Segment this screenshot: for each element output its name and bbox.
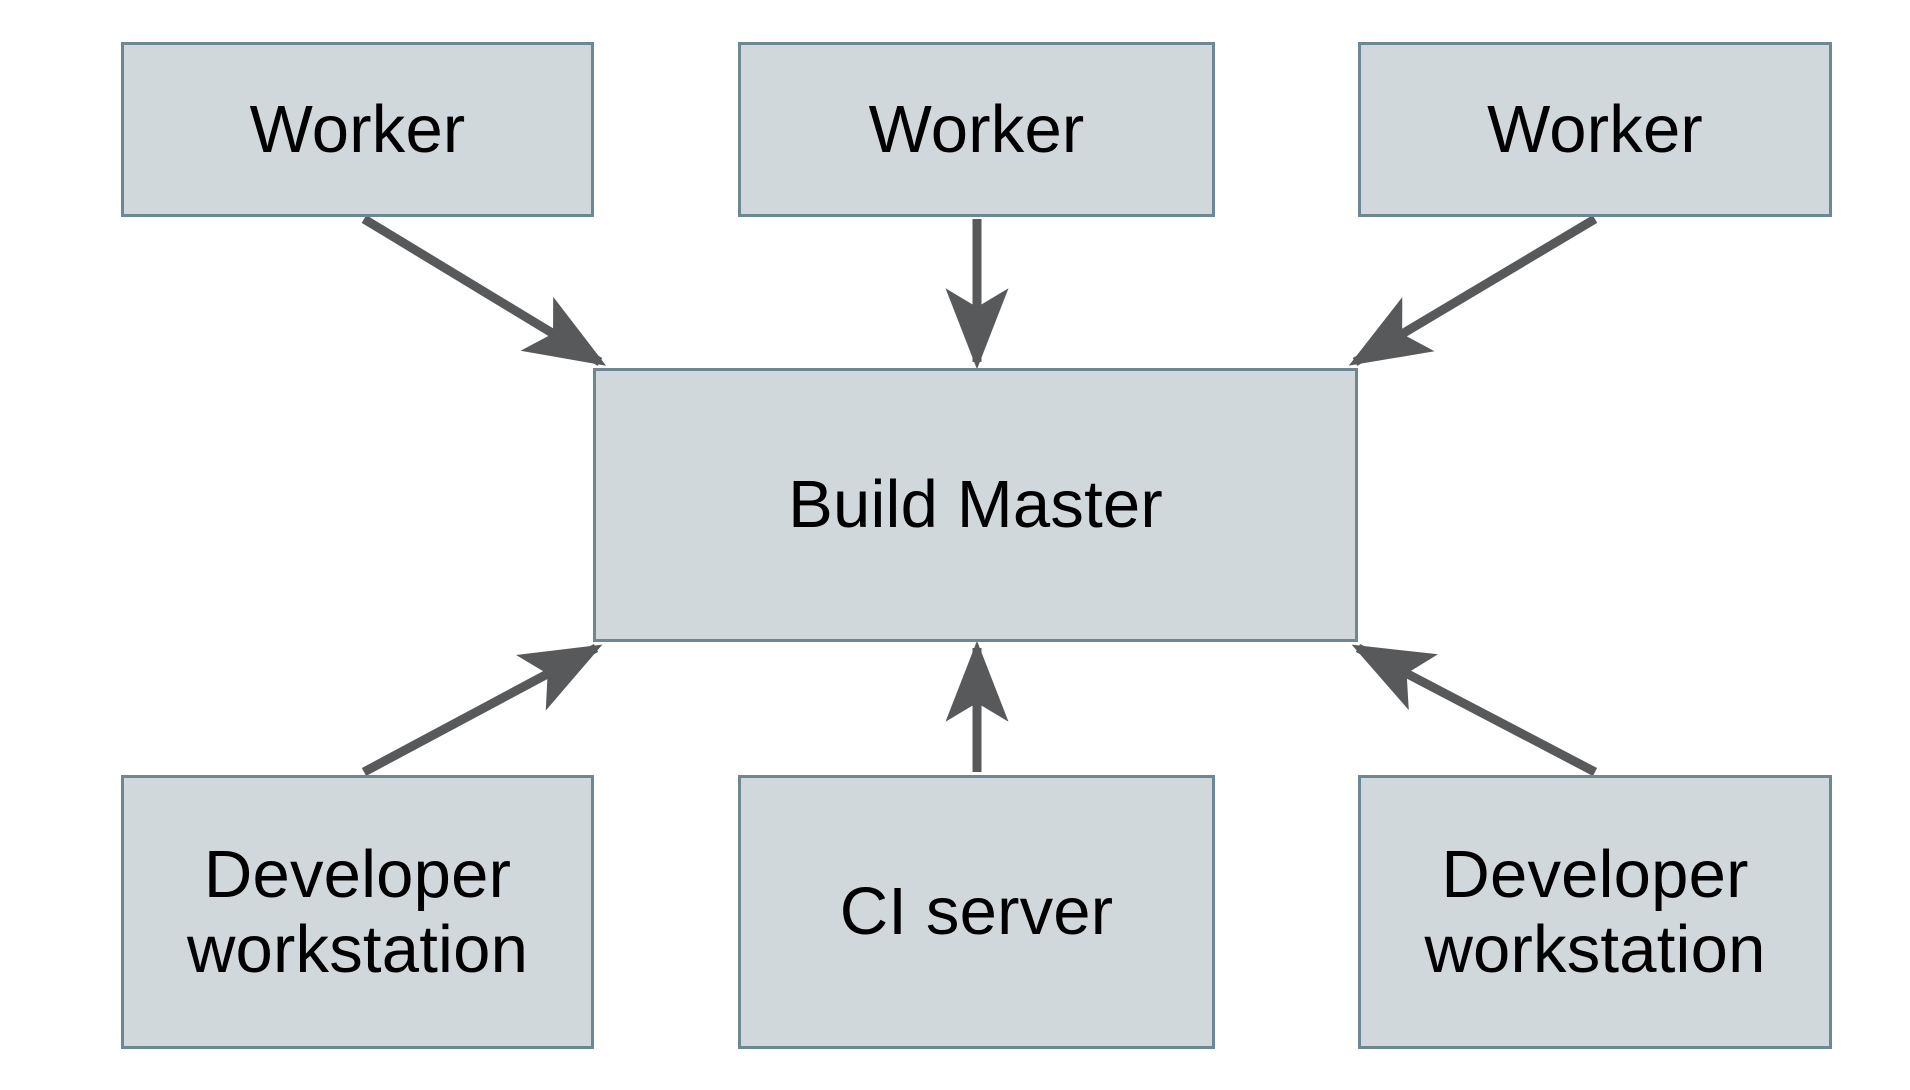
node-developer-workstation-2-label: Developer workstation	[1424, 836, 1766, 987]
edge-worker-1-to-build-master	[361, 215, 607, 366]
node-build-master-label: Build Master	[788, 467, 1163, 543]
node-developer-workstation-1-label: Developer workstation	[186, 836, 529, 987]
node-worker-1-label: Worker	[249, 91, 466, 167]
node-ci-server-label: CI server	[839, 874, 1114, 950]
node-worker-3[interactable]: Worker	[1358, 42, 1832, 217]
node-worker-3-label: Worker	[1487, 91, 1703, 167]
node-worker-2[interactable]: Worker	[738, 42, 1215, 217]
node-worker-2-label: Worker	[868, 91, 1085, 167]
node-ci-server[interactable]: CI server	[738, 775, 1215, 1049]
node-developer-workstation-1[interactable]: Developer workstation	[121, 775, 594, 1049]
edge-dev-ws-1-to-build-master	[361, 644, 603, 776]
node-build-master[interactable]: Build Master	[593, 368, 1358, 642]
node-worker-1[interactable]: Worker	[121, 42, 594, 217]
node-developer-workstation-2[interactable]: Developer workstation	[1358, 775, 1832, 1049]
edge-worker-3-to-build-master	[1348, 215, 1598, 366]
edge-dev-ws-2-to-build-master	[1351, 644, 1598, 776]
